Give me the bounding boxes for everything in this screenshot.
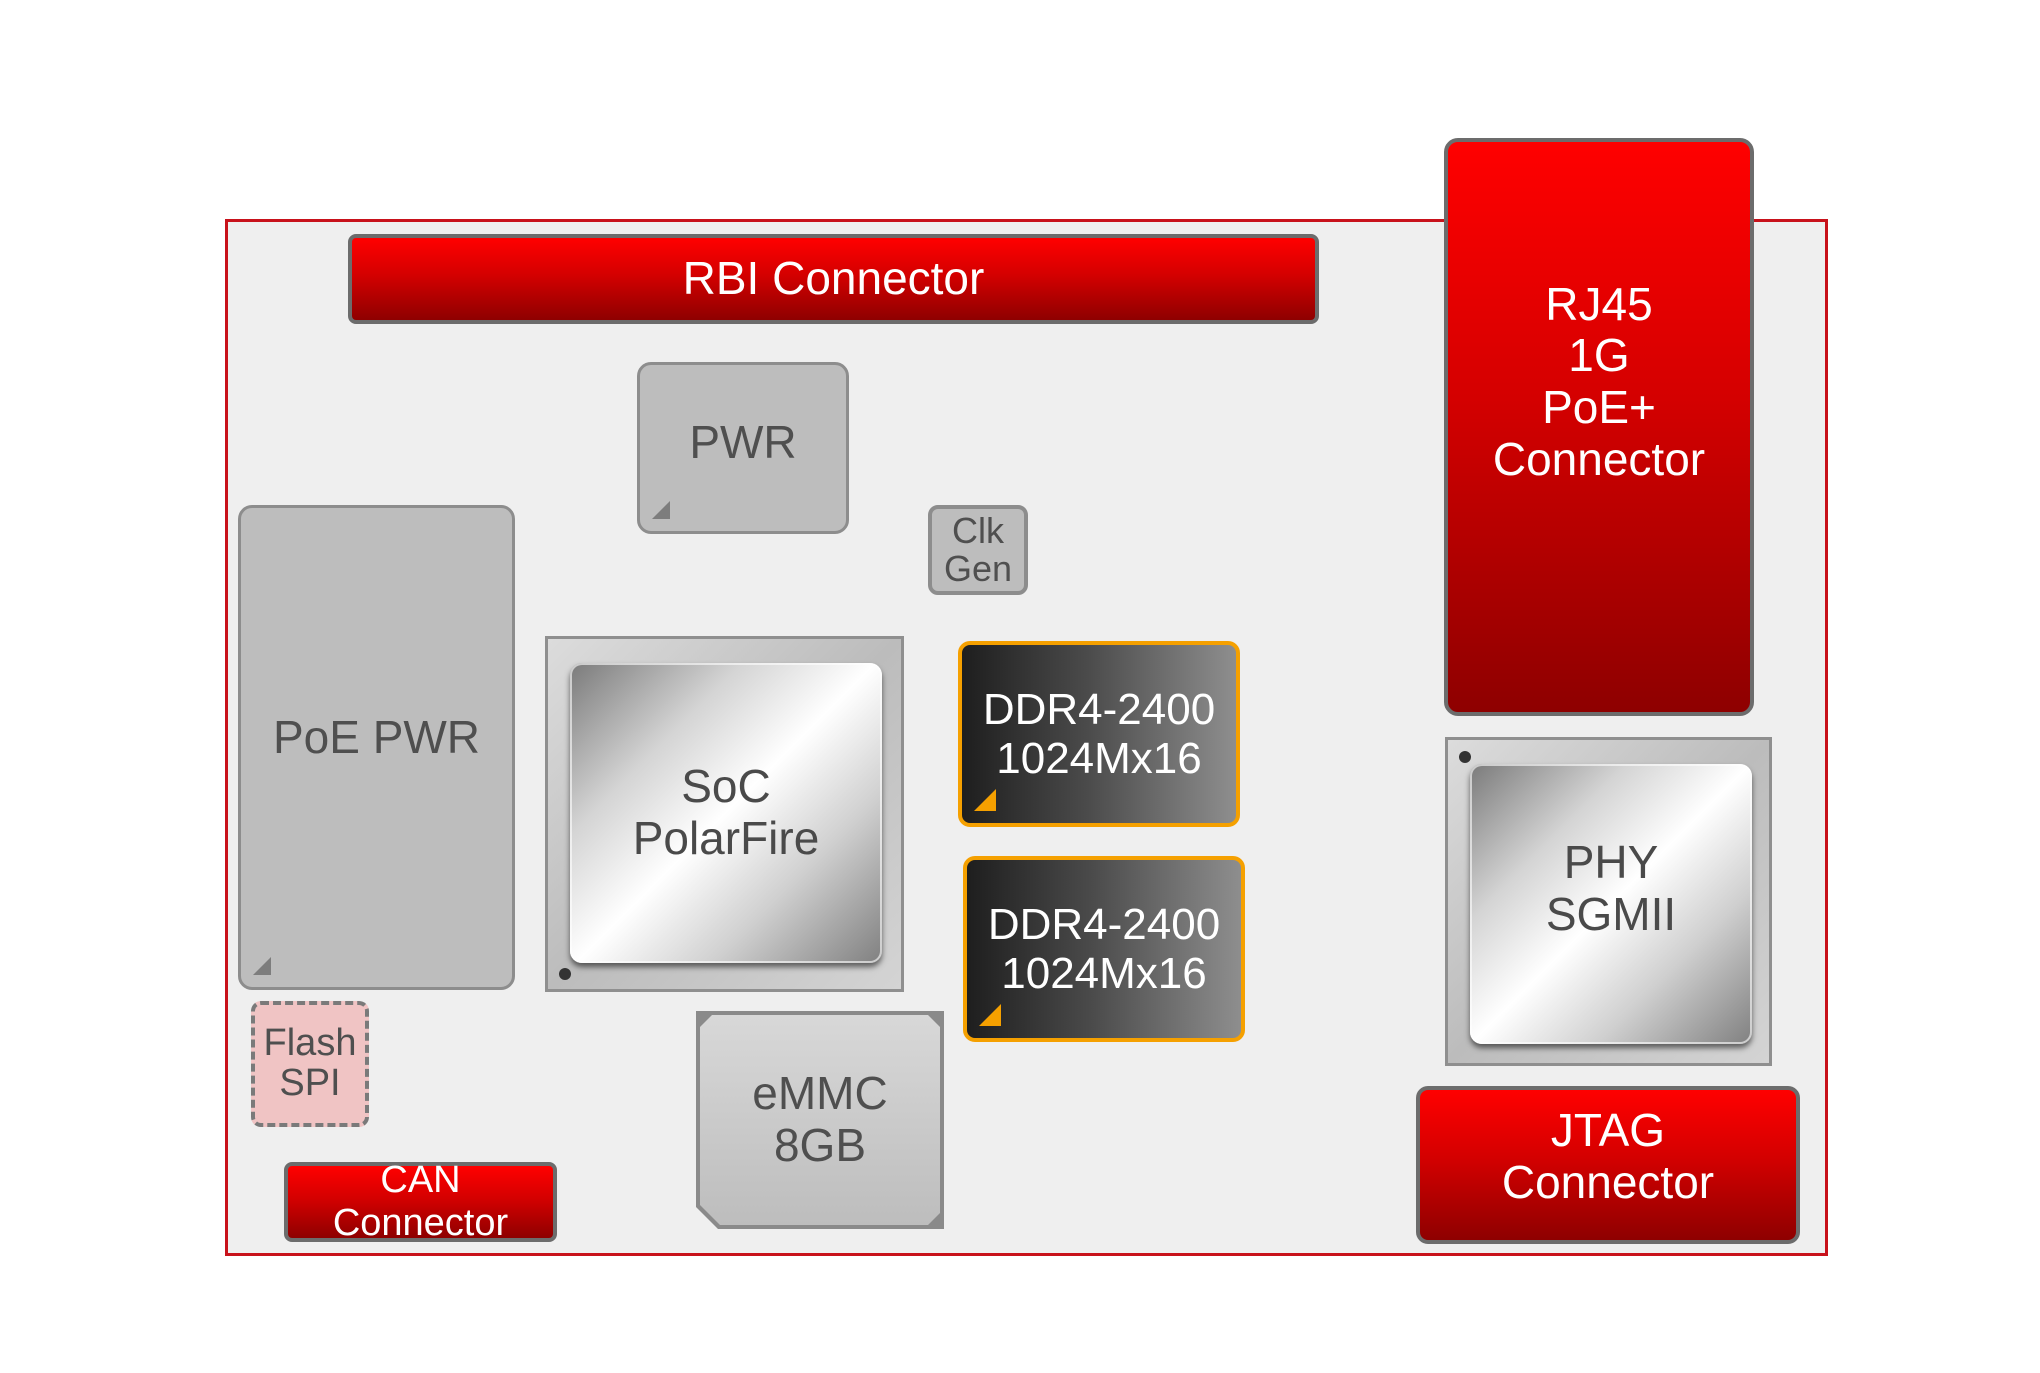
can-connector-label: CAN Connector xyxy=(332,1159,509,1244)
pwr-label: PWR xyxy=(689,416,797,469)
rbi-connector-label: RBI Connector xyxy=(682,252,985,305)
phy-package: PHY SGMII xyxy=(1445,737,1772,1066)
rj45-connector: RJ45 1G PoE+ Connector xyxy=(1444,138,1754,716)
soc-label: SoC PolarFire xyxy=(632,760,820,864)
pin1-dot-icon xyxy=(559,968,571,980)
poe-pwr-label: PoE PWR xyxy=(272,710,481,763)
phy-label: PHY SGMII xyxy=(1545,836,1677,940)
pin1-marker-icon xyxy=(974,789,996,811)
pwr-regulator: PWR xyxy=(637,362,849,534)
phy-sgmii-chip: PHY SGMII xyxy=(1470,764,1752,1044)
pin1-marker-icon xyxy=(253,957,271,975)
ddr4-memory-top: DDR4-2400 1024Mx16 xyxy=(958,641,1240,827)
can-connector: CAN Connector xyxy=(284,1159,557,1244)
rj45-connector-label: RJ45 1G PoE+ Connector xyxy=(1492,277,1706,485)
emmc-label: eMMC 8GB xyxy=(752,1067,888,1171)
flash-spi-label: Flash SPI xyxy=(263,1022,357,1104)
ddr4-top-label: DDR4-2400 1024Mx16 xyxy=(982,684,1216,783)
jtag-connector: JTAG Connector xyxy=(1416,1086,1800,1244)
clock-generator: Clk Gen xyxy=(928,505,1028,595)
pin1-dot-icon xyxy=(1459,751,1471,763)
rbi-connector: RBI Connector xyxy=(348,234,1319,324)
soc-polarfire-chip: SoC PolarFire xyxy=(570,663,882,963)
soc-package: SoC PolarFire xyxy=(545,636,904,992)
clk-gen-label: Clk Gen xyxy=(943,510,1013,589)
emmc-body: eMMC 8GB xyxy=(700,1015,940,1225)
jtag-connector-label: JTAG Connector xyxy=(1501,1104,1715,1208)
ddr4-bottom-label: DDR4-2400 1024Mx16 xyxy=(987,899,1221,998)
poe-pwr-module: PoE PWR xyxy=(238,505,515,990)
pin1-marker-icon xyxy=(979,1004,1001,1026)
emmc-storage: eMMC 8GB xyxy=(696,1011,944,1229)
ddr4-memory-bottom: DDR4-2400 1024Mx16 xyxy=(963,856,1245,1042)
flash-spi: Flash SPI xyxy=(251,1001,369,1127)
pin1-marker-icon xyxy=(652,501,670,519)
